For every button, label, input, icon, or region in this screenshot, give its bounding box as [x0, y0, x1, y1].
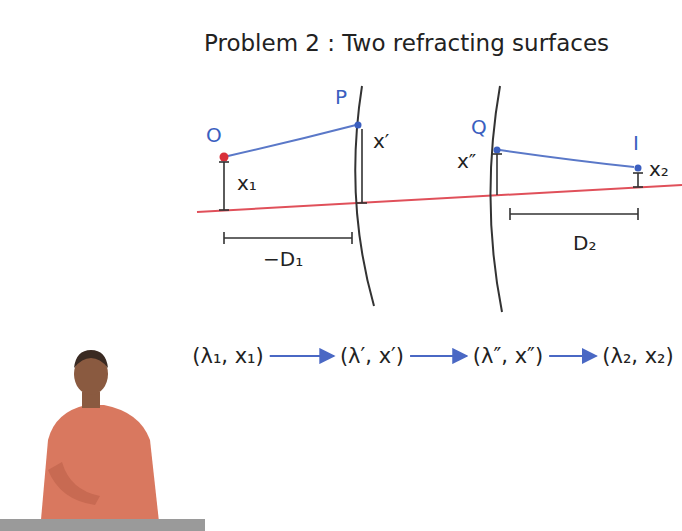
ray-line	[500, 150, 634, 167]
point-label: I	[632, 132, 640, 155]
state-tuple: (λ′, x′)	[337, 342, 407, 370]
tuple-text: (λ″, x″)	[473, 344, 543, 368]
surface-point	[494, 147, 501, 154]
tuple-text: (λ₂, x₂)	[602, 344, 673, 368]
lecturer-figure	[0, 350, 205, 531]
point-label: x″	[456, 150, 477, 173]
point-label: Q	[470, 116, 488, 139]
point-label: −D₁	[262, 248, 304, 271]
point-label: x′	[372, 130, 390, 153]
image-point	[635, 165, 642, 172]
tuple-text: (λ′, x′)	[340, 344, 404, 368]
mapping-arrow	[410, 355, 467, 357]
refracting-surface	[490, 86, 502, 312]
mapping-arrow	[270, 355, 334, 357]
ray-line	[228, 125, 356, 156]
mapping-arrow	[549, 355, 596, 357]
point-label: O	[205, 124, 223, 147]
state-tuple: (λ₂, x₂)	[599, 342, 676, 370]
state-tuple: (λ″, x″)	[470, 342, 546, 370]
object-point	[220, 153, 229, 162]
point-label: x₂	[648, 158, 670, 181]
state-tuple: (λ₁, x₁)	[189, 342, 266, 370]
refracting-surface	[355, 86, 374, 306]
point-label: P	[334, 86, 348, 109]
optical-axis	[197, 185, 682, 212]
tuple-text: (λ₁, x₁)	[192, 344, 263, 368]
title-text: Problem 2 : Two refracting surfaces	[204, 30, 609, 56]
height-bars	[219, 129, 643, 210]
surface-point	[355, 122, 362, 129]
point-label: D₂	[572, 232, 597, 255]
point-label: x₁	[236, 172, 258, 195]
